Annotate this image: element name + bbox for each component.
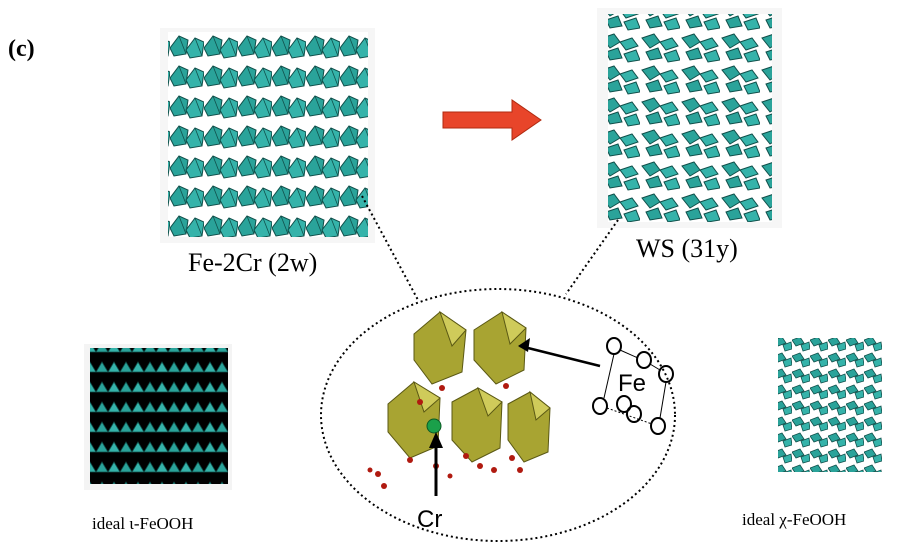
panel-label: (c) bbox=[8, 36, 35, 62]
iota-feooh-caption: ideal ι-FeOOH bbox=[92, 514, 194, 533]
leader-line-right bbox=[565, 219, 619, 295]
ws-structure-image bbox=[597, 8, 782, 228]
cr-arrow-head bbox=[429, 432, 443, 448]
transformation-arrow bbox=[442, 99, 542, 141]
fe-arrow-shaft bbox=[519, 344, 601, 368]
chi-feooh-caption: ideal χ-FeOOH bbox=[742, 510, 847, 529]
ws-caption: WS (31y) bbox=[636, 234, 738, 263]
chi-feooh-structure-image bbox=[774, 334, 886, 476]
iota-feooh-structure-image bbox=[84, 344, 232, 490]
fe2cr-caption: Fe-2Cr (2w) bbox=[188, 248, 318, 277]
cr-atom bbox=[426, 418, 442, 434]
fe2cr-structure-image bbox=[160, 28, 375, 243]
cr-label: Cr bbox=[417, 506, 443, 533]
zoom-inset-ellipse bbox=[320, 288, 676, 542]
inset-octahedra bbox=[387, 310, 551, 463]
fe-unit-cell bbox=[592, 337, 674, 435]
fe-label: Fe bbox=[618, 370, 647, 397]
fe-arrow-head bbox=[518, 338, 530, 352]
